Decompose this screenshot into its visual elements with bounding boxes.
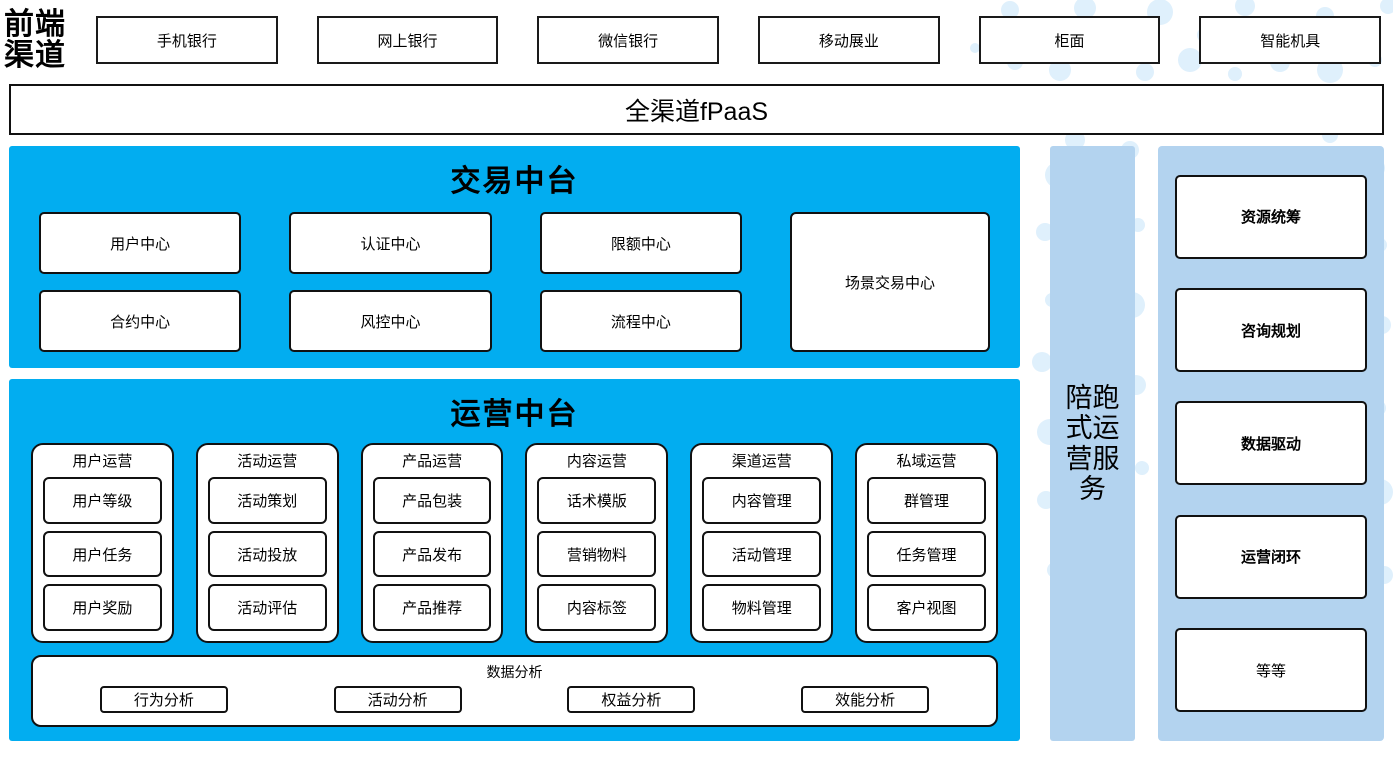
trade-box-scene-transaction-center[interactable]: 场景交易中心 <box>790 212 990 352</box>
channel-item-counter[interactable]: 柜面 <box>978 16 1161 64</box>
ops-item-script-template[interactable]: 话术模版 <box>537 477 657 524</box>
ops-group-content-title: 内容运营 <box>566 453 627 470</box>
ops-group-product-title: 产品运营 <box>402 453 463 470</box>
ops-group-channel-items: 内容管理 活动管理 物料管理 <box>702 477 822 632</box>
escort-service-column: 陪跑式运营服务 <box>1050 146 1135 741</box>
front-channel-label: 前端 渠道 <box>0 7 96 72</box>
ops-group-channel-title: 渠道运营 <box>731 453 792 470</box>
trade-column-2: 认证中心 风控中心 <box>289 212 492 352</box>
ops-group-campaign-title: 活动运营 <box>237 453 298 470</box>
trade-box-auth-center[interactable]: 认证中心 <box>289 212 492 274</box>
ops-group-content: 内容运营 话术模版 营销物料 内容标签 <box>525 443 669 643</box>
ops-item-marketing-material[interactable]: 营销物料 <box>537 530 657 578</box>
channel-item-online-bank[interactable]: 网上银行 <box>316 16 499 64</box>
trade-box-user-center[interactable]: 用户中心 <box>39 212 242 274</box>
trade-center-grid: 用户中心 合约中心 认证中心 风控中心 限额中心 流程中心 场景交易中心 <box>39 212 990 352</box>
channel-item-mobile-business[interactable]: 移动展业 <box>758 16 940 64</box>
trade-center-panel: 交易中台 用户中心 合约中心 认证中心 风控中心 限额中心 流 <box>9 146 1020 368</box>
ops-item-customer-view[interactable]: 客户视图 <box>867 584 986 632</box>
ops-group-product: 产品运营 产品包装 产品发布 产品推荐 <box>360 443 504 643</box>
ops-item-user-level[interactable]: 用户等级 <box>43 477 162 524</box>
front-channel-row: 前端 渠道 手机银行 网上银行 微信银行 移动展业 柜面 智能机具 <box>0 0 1393 80</box>
ops-item-campaign-management[interactable]: 活动管理 <box>702 530 822 578</box>
capability-ops-closed-loop[interactable]: 运营闭环 <box>1175 514 1367 599</box>
ops-item-material-management[interactable]: 物料管理 <box>702 584 822 632</box>
data-analysis-items: 行为分析 活动分析 权益分析 效能分析 <box>47 686 982 713</box>
trade-column-1: 用户中心 合约中心 <box>39 212 242 352</box>
channel-item-smart-machine[interactable]: 智能机具 <box>1199 16 1382 64</box>
capability-resource-coordination[interactable]: 资源统筹 <box>1175 174 1367 259</box>
analysis-item-efficiency[interactable]: 效能分析 <box>801 686 930 713</box>
trade-box-contract-center[interactable]: 合约中心 <box>39 290 242 352</box>
ops-item-task-management[interactable]: 任务管理 <box>867 530 986 578</box>
trade-column-3: 限额中心 流程中心 <box>539 212 742 352</box>
ops-item-product-packaging[interactable]: 产品包装 <box>372 477 492 524</box>
trade-center-title: 交易中台 <box>450 165 579 198</box>
ops-item-product-recommend[interactable]: 产品推荐 <box>372 584 492 632</box>
ops-item-product-release[interactable]: 产品发布 <box>372 530 492 578</box>
escort-service-label: 陪跑式运营服务 <box>1065 383 1120 504</box>
ops-item-group-management[interactable]: 群管理 <box>867 477 986 524</box>
front-channel-items: 手机银行 网上银行 微信银行 移动展业 柜面 智能机具 <box>96 16 1393 64</box>
ops-group-channel: 渠道运营 内容管理 活动管理 物料管理 <box>690 443 834 643</box>
ops-group-private-domain: 私域运营 群管理 任务管理 客户视图 <box>855 443 998 643</box>
ops-group-private-domain-items: 群管理 任务管理 客户视图 <box>867 477 986 632</box>
trade-box-riskcontrol-center[interactable]: 风控中心 <box>289 290 492 352</box>
trade-center-columns: 用户中心 合约中心 认证中心 风控中心 限额中心 流程中心 <box>39 212 742 352</box>
ops-center-panel: 运营中台 用户运营 用户等级 用户任务 用户奖励 活动运营 活动策划 <box>9 379 1020 741</box>
ops-item-campaign-evaluation[interactable]: 活动评估 <box>207 584 327 632</box>
ops-item-content-management[interactable]: 内容管理 <box>702 477 822 524</box>
channel-item-wechat-bank[interactable]: 微信银行 <box>537 16 720 64</box>
ops-group-content-items: 话术模版 营销物料 内容标签 <box>537 477 657 632</box>
capability-consulting-planning[interactable]: 咨询规划 <box>1175 288 1367 373</box>
service-capabilities-column: 资源统筹 咨询规划 数据驱动 运营闭环 等等 <box>1158 146 1384 741</box>
data-analysis-group: 数据分析 行为分析 活动分析 权益分析 效能分析 <box>31 655 998 727</box>
ops-groups: 用户运营 用户等级 用户任务 用户奖励 活动运营 活动策划 活动投放 活动评估 <box>31 443 998 643</box>
ops-group-user: 用户运营 用户等级 用户任务 用户奖励 <box>31 443 174 643</box>
ops-group-campaign-items: 活动策划 活动投放 活动评估 <box>207 477 327 632</box>
center-platforms-column: 交易中台 用户中心 合约中心 认证中心 风控中心 限额中心 流 <box>9 146 1020 741</box>
data-analysis-title: 数据分析 <box>486 664 543 680</box>
ops-item-user-task[interactable]: 用户任务 <box>43 530 162 578</box>
ops-group-user-items: 用户等级 用户任务 用户奖励 <box>43 477 162 632</box>
ops-center-title: 运营中台 <box>450 398 579 431</box>
front-channel-label-line1: 前端 <box>4 7 66 41</box>
trade-box-process-center[interactable]: 流程中心 <box>539 290 742 352</box>
analysis-item-benefit[interactable]: 权益分析 <box>567 686 696 713</box>
ops-group-campaign: 活动运营 活动策划 活动投放 活动评估 <box>195 443 339 643</box>
ops-item-campaign-delivery[interactable]: 活动投放 <box>207 530 327 578</box>
trade-box-limit-center[interactable]: 限额中心 <box>539 212 742 274</box>
ops-group-product-items: 产品包装 产品发布 产品推荐 <box>372 477 492 632</box>
front-channel-label-line2: 渠道 <box>4 39 66 72</box>
ops-item-content-tag[interactable]: 内容标签 <box>537 584 657 632</box>
omnichannel-fpaas-bar[interactable]: 全渠道fPaaS <box>9 84 1384 135</box>
channel-item-mobile-bank[interactable]: 手机银行 <box>96 16 278 64</box>
capability-etc[interactable]: 等等 <box>1175 628 1367 713</box>
ops-group-private-domain-title: 私域运营 <box>896 453 957 470</box>
ops-item-user-reward[interactable]: 用户奖励 <box>43 584 162 632</box>
ops-group-user-title: 用户运营 <box>72 453 133 470</box>
ops-item-campaign-planning[interactable]: 活动策划 <box>207 477 327 524</box>
analysis-item-behavior[interactable]: 行为分析 <box>99 686 228 713</box>
capability-data-driven[interactable]: 数据驱动 <box>1175 401 1367 486</box>
analysis-item-campaign[interactable]: 活动分析 <box>333 686 462 713</box>
main-architecture-area: 交易中台 用户中心 合约中心 认证中心 风控中心 限额中心 流 <box>9 146 1384 741</box>
